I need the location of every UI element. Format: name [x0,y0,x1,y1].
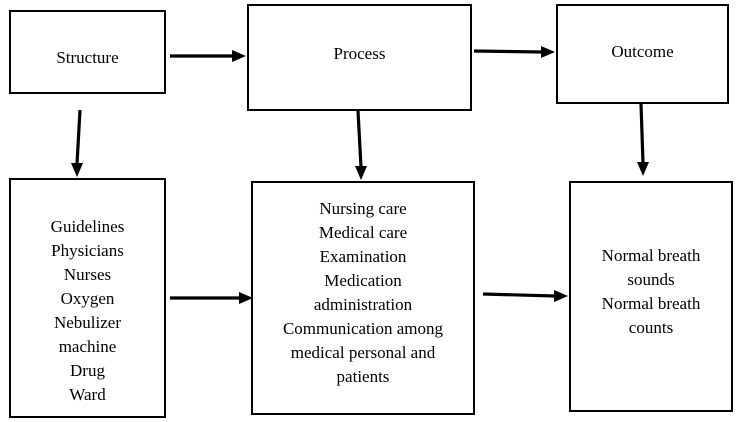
arrow-items-process-to-outcome [482,290,568,302]
structure-item: Ward [69,385,106,404]
structure-item: Oxygen [60,289,115,308]
structure-item: Drug [70,361,105,380]
structure-item: Physicians [51,241,124,260]
outcome-item: Normal breath [601,294,701,313]
structure-item: Nebulizer [53,313,122,332]
outcome-item: counts [628,318,674,337]
arrow-process-down [355,110,367,180]
process-item: Examination [319,247,407,266]
process-item: administration [313,295,413,314]
process-items-box: Nursing care Medical care Examination Me… [251,181,475,415]
outcome-heading: Outcome [611,42,674,61]
arrow-process-to-outcome [473,46,555,58]
structure-items-box: Guidelines Physicians Nurses Oxygen Nebu… [9,178,166,418]
process-item: Communication among [282,319,444,338]
process-item: Nursing care [319,199,407,218]
outcome-item: Normal breath [601,246,701,265]
arrow-structure-down [71,109,83,177]
outcome-items-box: Normal breath sounds Normal breath count… [569,181,733,412]
process-item: medical personal and [290,343,436,362]
structure-heading: Structure [56,48,119,67]
outcome-item: sounds [627,270,675,289]
structure-box: Structure [9,10,166,94]
process-box: Process [247,4,472,111]
arrow-items-structure-to-process [170,292,253,304]
arrow-outcome-down [637,103,649,176]
process-heading: Process [333,44,386,63]
outcome-box: Outcome [556,4,729,104]
structure-item: Nurses [63,265,112,284]
process-item: Medication [324,271,402,290]
structure-item: Guidelines [50,217,125,236]
arrow-structure-to-process [170,50,246,62]
process-item: patients [336,367,390,386]
process-item: Medical care [318,223,408,242]
structure-item: machine [58,337,117,356]
